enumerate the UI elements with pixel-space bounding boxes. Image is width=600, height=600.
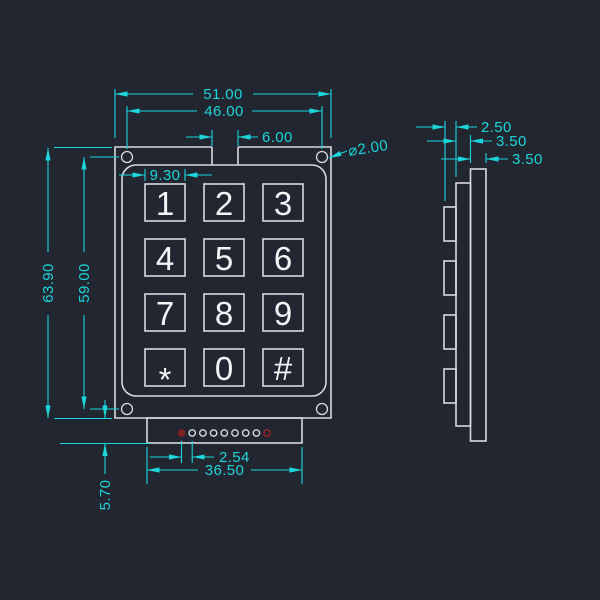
key-0-label: 0 [215, 350, 233, 387]
key-hash: # [262, 348, 304, 387]
keypad-face [121, 164, 327, 397]
key-9-label: 9 [274, 295, 292, 332]
key-2-label: 2 [215, 185, 233, 222]
front-dimensions: 51.00 46.00 6.00 ⌀2.00 9. [40, 86, 389, 510]
side-base [469, 168, 487, 442]
dim-top-slot-label: 6.00 [262, 129, 293, 146]
key-9: 9 [262, 293, 304, 332]
side-view [443, 168, 487, 442]
dim-key-size: 9.30 [119, 167, 212, 184]
key-5: 5 [203, 238, 245, 277]
key-7: 7 [144, 293, 186, 332]
dim-hole-spacing-h-label: 46.00 [204, 103, 244, 120]
pin-1 [177, 429, 186, 437]
dim-base-thickness-label: 3.50 [512, 151, 543, 168]
pin-9 [263, 428, 272, 437]
dim-panel-thickness-label: 3.50 [496, 133, 527, 150]
dim-top-slot: 6.00 [186, 129, 293, 146]
connector-tab [146, 417, 303, 444]
pin-7 [241, 429, 250, 437]
pin-3 [198, 429, 207, 437]
dim-overall-width-label: 51.00 [203, 86, 243, 103]
side-button-row-4 [443, 368, 457, 404]
key-5-label: 5 [215, 240, 233, 277]
key-0: 0 [203, 348, 245, 387]
key-8: 8 [203, 293, 245, 332]
key-4: 4 [144, 238, 186, 277]
key-1-label: 1 [156, 185, 174, 222]
dim-hole-spacing-v: 59.00 [76, 156, 119, 410]
pin-6 [231, 429, 239, 437]
key-6-label: 6 [274, 240, 292, 277]
side-button-row-2 [443, 260, 457, 296]
pin-2 [188, 429, 197, 437]
mounting-hole-top-left [120, 150, 134, 164]
mounting-hole-bottom-right [315, 402, 329, 416]
mounting-hole-bottom-left [120, 402, 134, 416]
dim-connector-depth: 5.70 [60, 400, 150, 510]
key-1: 1 [144, 183, 186, 222]
key-3: 3 [262, 183, 304, 222]
dim-overall-width: 51.00 [114, 86, 332, 138]
dim-pin-pitch-label: 2.54 [219, 449, 250, 466]
dim-button-height-label: 2.50 [481, 119, 512, 136]
mounting-hole-top-right [315, 150, 329, 164]
dim-panel-thickness: 3.50 [427, 133, 527, 150]
dim-hole-diameter-label: ⌀2.00 [347, 137, 389, 160]
dim-hole-spacing-h: 46.00 [126, 103, 323, 149]
dim-connector-width-label: 36.50 [205, 462, 245, 479]
key-6: 6 [262, 238, 304, 277]
dim-overall-height: 63.90 [40, 146, 112, 420]
front-view: 1 2 3 4 5 6 7 8 9 * 0 # [114, 146, 332, 444]
dim-button-height: 2.50 [416, 119, 512, 136]
key-7-label: 7 [156, 295, 174, 332]
keypad-keys: 1 2 3 4 5 6 7 8 9 * 0 # [144, 183, 304, 398]
dim-overall-height-label: 63.90 [40, 263, 57, 303]
dim-pin-pitch: 2.54 [150, 441, 250, 466]
side-panel [455, 182, 472, 427]
key-4-label: 4 [156, 240, 174, 277]
dim-hole-diameter: ⌀2.00 [328, 137, 389, 160]
dim-connector-width: 36.50 [146, 447, 303, 484]
key-2: 2 [203, 183, 245, 222]
key-star-label: * [159, 361, 172, 398]
key-hash-label: # [274, 350, 293, 387]
dim-connector-depth-label: 5.70 [97, 480, 114, 511]
side-button-row-3 [443, 314, 457, 350]
key-star: * [144, 348, 186, 398]
connector-pins [177, 428, 272, 437]
key-3-label: 3 [274, 185, 292, 222]
pin-5 [220, 429, 229, 437]
pin-4 [209, 429, 218, 437]
dim-key-size-label: 9.30 [150, 167, 181, 184]
key-8-label: 8 [215, 295, 233, 332]
side-dimensions: 2.50 3.50 3.50 [416, 119, 543, 201]
dim-base-thickness: 3.50 [441, 151, 543, 168]
dim-hole-spacing-v-label: 59.00 [76, 263, 93, 303]
pin-8 [252, 429, 261, 437]
side-button-row-1 [443, 206, 457, 242]
